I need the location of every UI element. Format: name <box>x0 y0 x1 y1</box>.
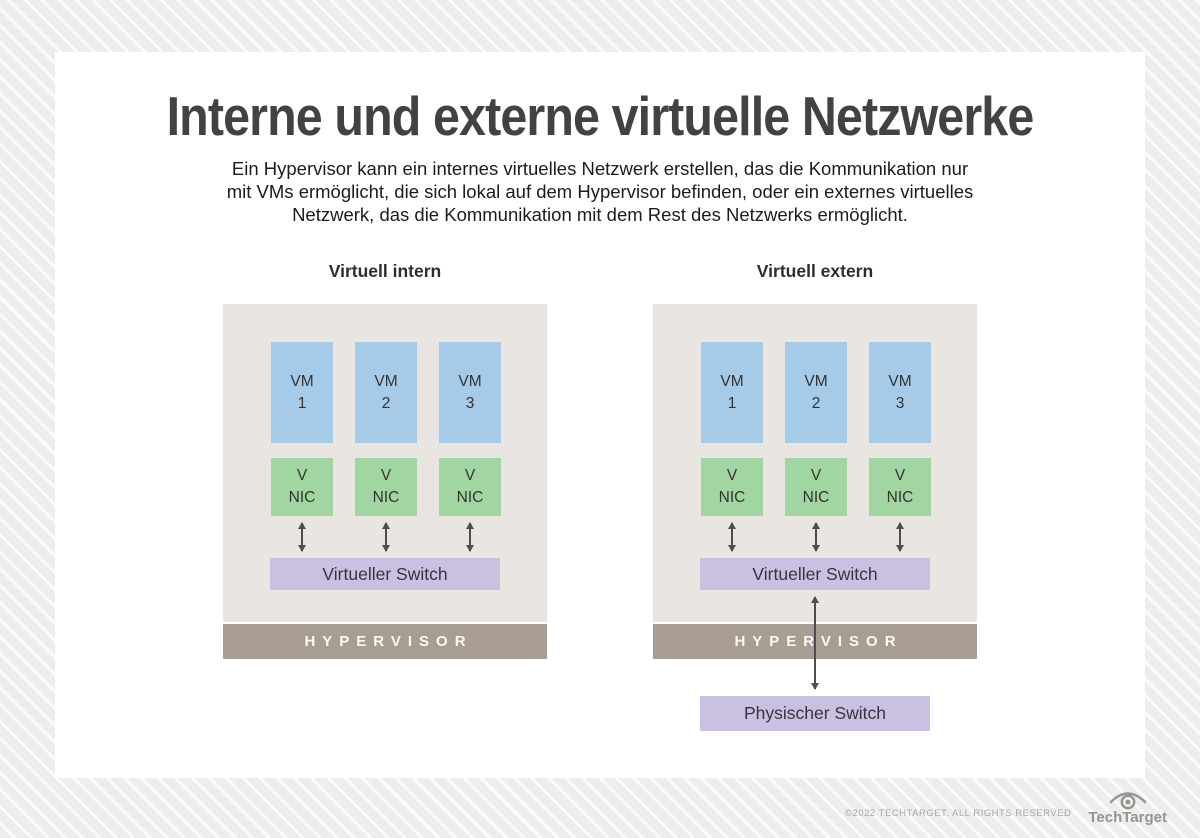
vnic-box: V NIC <box>869 458 931 516</box>
vm-number: 1 <box>727 394 737 412</box>
vnic-label: V <box>296 467 308 484</box>
eye-icon <box>1109 792 1146 810</box>
vm-label: VM <box>888 372 912 390</box>
double-arrow-icon <box>811 596 819 690</box>
panel-heading-extern: Virtuell extern <box>756 261 874 281</box>
double-arrow-icon <box>812 522 820 552</box>
vnic-box: V NIC <box>271 458 333 516</box>
vnic-label: V <box>894 467 906 484</box>
vnic-label: V <box>380 467 392 484</box>
vnic-label: NIC <box>718 489 746 506</box>
vnic-box: V NIC <box>785 458 847 516</box>
vm-number: 3 <box>895 394 905 412</box>
vm-box: VM 1 <box>271 342 333 443</box>
vnic-label: V <box>810 467 822 484</box>
virtual-switch-box: Virtueller Switch <box>270 558 500 590</box>
double-arrow-icon <box>298 522 306 552</box>
panel-virtuell-intern: VM 1 VM 2 VM 3 V NIC V NIC V NIC <box>223 304 547 622</box>
vm-label: VM <box>804 372 828 390</box>
vnic-box: V NIC <box>439 458 501 516</box>
vnic-label: V <box>464 467 476 484</box>
page-title: Interne und externe virtuelle Netzwerke <box>166 85 1035 147</box>
vm-label: VM <box>374 372 398 390</box>
double-arrow-icon <box>896 522 904 552</box>
double-arrow-icon <box>728 522 736 552</box>
vnic-box: V NIC <box>701 458 763 516</box>
vm-number: 2 <box>811 394 821 412</box>
vm-label: VM <box>720 372 744 390</box>
vm-number: 3 <box>465 394 475 412</box>
content-card: Interne und externe virtuelle Netzwerke … <box>55 52 1145 778</box>
panel-virtuell-extern: VM 1 VM 2 VM 3 V NIC V NIC V NIC <box>653 304 977 622</box>
vnic-label: V <box>726 467 738 484</box>
physical-switch-box: Physischer Switch <box>700 696 930 731</box>
vm-number: 1 <box>297 394 307 412</box>
vm-box: VM 2 <box>355 342 417 443</box>
vm-box: VM 2 <box>785 342 847 443</box>
footer: ©2022 TECHTARGET. ALL RIGHTS RESERVED Te… <box>845 780 1167 832</box>
virtual-switch-box: Virtueller Switch <box>700 558 930 590</box>
vnic-label: NIC <box>456 489 484 506</box>
techtarget-logo: TechTarget <box>1088 786 1167 826</box>
vnic-label: NIC <box>288 489 316 506</box>
double-arrow-icon <box>466 522 474 552</box>
page-subtitle: Ein Hypervisor kann ein internes virtuel… <box>226 158 974 225</box>
copyright-text: ©2022 TECHTARGET. ALL RIGHTS RESERVED <box>845 807 1072 819</box>
hypervisor-bar: HYPERVISOR <box>223 624 547 659</box>
vm-label: VM <box>290 372 314 390</box>
vm-label: VM <box>458 372 482 390</box>
vm-number: 2 <box>381 394 391 412</box>
vm-box: VM 1 <box>701 342 763 443</box>
vm-box: VM 3 <box>869 342 931 443</box>
logo-wordmark: TechTarget <box>1088 809 1167 826</box>
vnic-label: NIC <box>886 489 914 506</box>
vnic-label: NIC <box>372 489 400 506</box>
double-arrow-icon <box>382 522 390 552</box>
panel-heading-intern: Virtuell intern <box>328 261 442 281</box>
vnic-label: NIC <box>802 489 830 506</box>
vnic-box: V NIC <box>355 458 417 516</box>
vm-box: VM 3 <box>439 342 501 443</box>
